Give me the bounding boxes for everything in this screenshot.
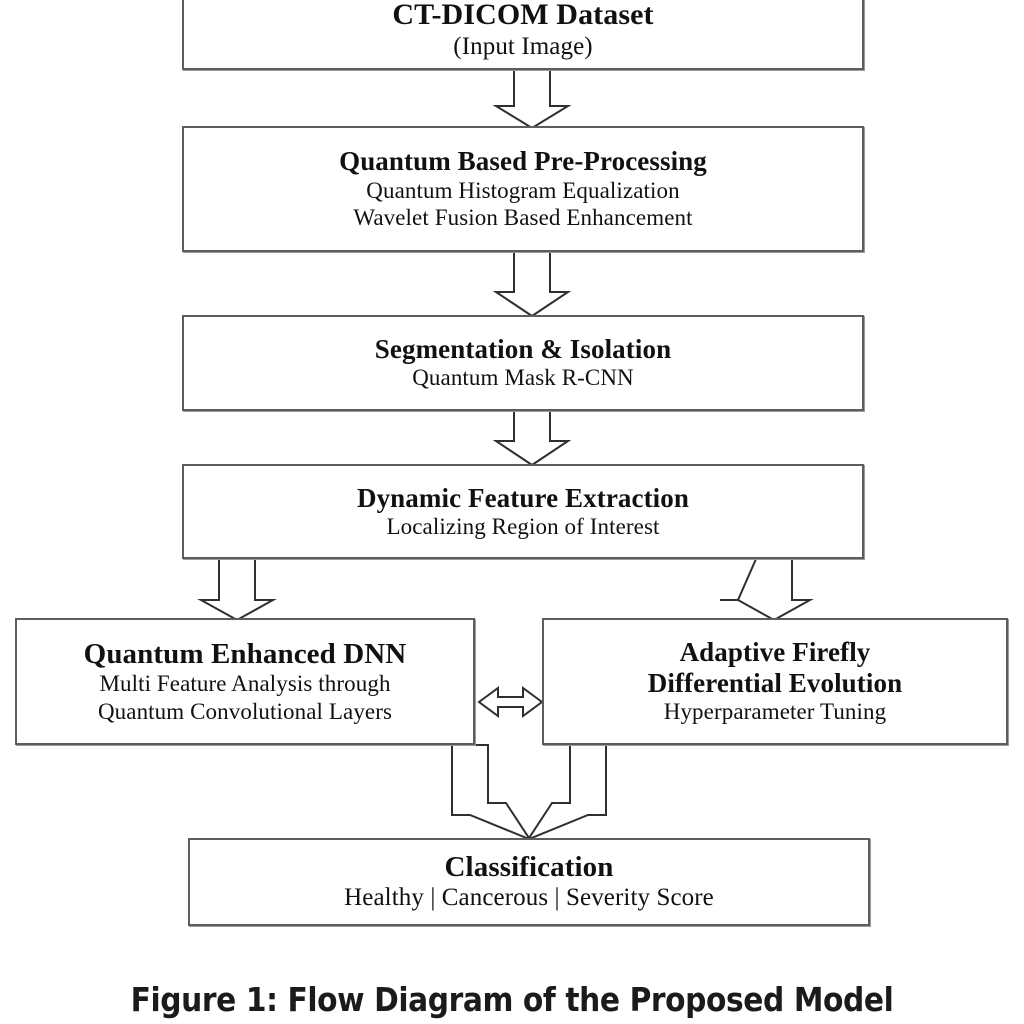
node-firefly-title-1: Adaptive Firefly: [679, 636, 871, 667]
arrow-preprocess-to-segmentation: [492, 251, 572, 318]
node-dnn-subtitle-1: Multi Feature Analysis through: [99, 671, 391, 697]
node-classify-title: Classification: [444, 850, 614, 883]
arrow-feature-to-firefly: [720, 558, 814, 622]
node-preprocess-subtitle-1: Quantum Histogram Equalization: [366, 177, 680, 203]
node-feature-title: Dynamic Feature Extraction: [356, 482, 690, 513]
node-segmentation-subtitle: Quantum Mask R-CNN: [412, 365, 634, 391]
arrow-merge-to-classification: [451, 744, 607, 841]
node-classify-subtitle: Healthy | Cancerous | Severity Score: [344, 884, 714, 912]
node-firefly-title-2: Differential Evolution: [647, 667, 903, 698]
node-segmentation-and-isolation: Segmentation & Isolation Quantum Mask R-…: [182, 315, 864, 411]
node-dataset-subtitle: (Input Image): [453, 33, 593, 60]
node-adaptive-firefly-differential-evolution: Adaptive Firefly Differential Evolution …: [542, 618, 1008, 745]
node-feature-subtitle: Localizing Region of Interest: [386, 513, 660, 539]
node-segmentation-title: Segmentation & Isolation: [374, 334, 672, 365]
arrow-dataset-to-preprocess: [492, 69, 572, 130]
arrow-feature-to-dnn: [197, 558, 277, 622]
node-classification: Classification Healthy | Cancerous | Sev…: [188, 838, 870, 926]
node-dnn-title: Quantum Enhanced DNN: [83, 637, 407, 670]
node-dataset-title: CT-DICOM Dataset: [392, 0, 654, 32]
node-ct-dicom-dataset: CT-DICOM Dataset (Input Image): [182, 0, 864, 70]
figure-caption: Figure 1: Flow Diagram of the Proposed M…: [130, 980, 894, 1019]
arrow-dnn-firefly-bidirectional: [477, 686, 544, 718]
arrow-segmentation-to-feature: [492, 410, 572, 467]
node-quantum-enhanced-dnn: Quantum Enhanced DNN Multi Feature Analy…: [15, 618, 475, 745]
node-preprocess-subtitle-2: Wavelet Fusion Based Enhancement: [353, 205, 693, 231]
node-dnn-subtitle-2: Quantum Convolutional Layers: [97, 698, 393, 724]
node-preprocess-title: Quantum Based Pre-Processing: [339, 146, 707, 177]
node-quantum-based-pre-processing: Quantum Based Pre-Processing Quantum His…: [182, 126, 864, 252]
node-dynamic-feature-extraction: Dynamic Feature Extraction Localizing Re…: [182, 464, 864, 559]
node-firefly-subtitle: Hyperparameter Tuning: [663, 699, 887, 725]
